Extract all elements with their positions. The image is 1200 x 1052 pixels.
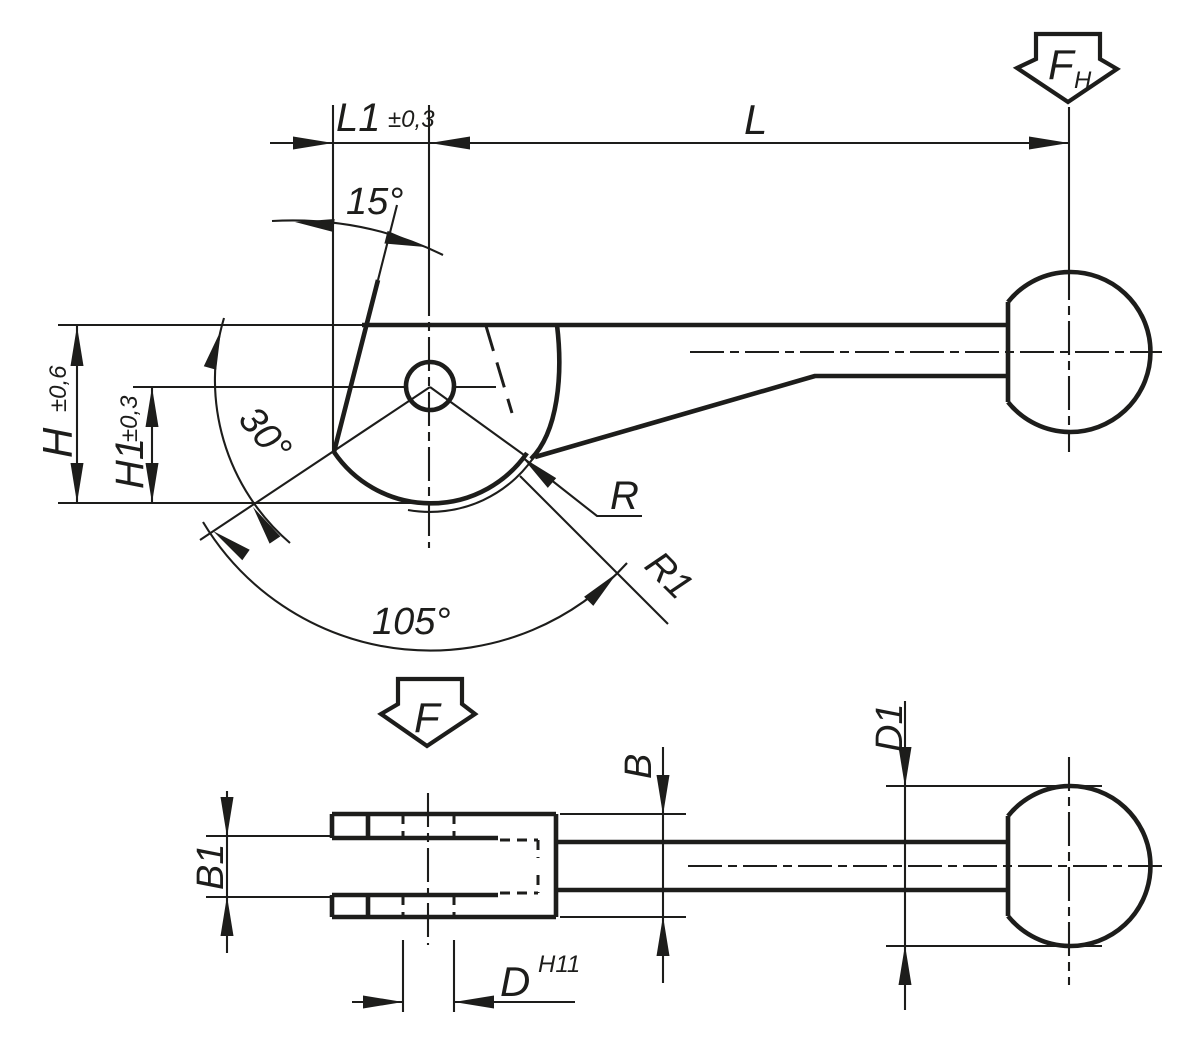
dimension-arrowheads-side [70,136,1069,606]
angle-label-30: 30° [230,399,299,470]
dim-label-H1-tol: ±0,3 [116,395,143,442]
dim-label-H1: H1 [108,438,152,489]
dim-label-H-tol: ±0,6 [45,365,72,412]
dim-label-H: H [34,427,81,458]
dim-label-L1-tol: ±0,3 [388,106,435,133]
force-f-label: F [414,694,442,741]
angle-label-105: 105° [372,601,451,643]
dim-label-B: B [618,754,660,779]
force-fh-subscript: H [1074,67,1092,94]
force-arrow-f-icon [377,676,479,749]
dim-label-L: L [744,96,767,143]
dim-label-L1: L1 [336,96,381,140]
angle-label-15: 15° [346,181,403,223]
lever-outline [331,269,1153,506]
centerlines-side-view [427,266,1162,548]
lever-bottom-view: F B B1 D H11 D1 [190,676,1162,1012]
lever-side-view: F H L1 ±0,3 L 15° 30° 105° H ±0,6 H1 ±0,… [34,31,1162,652]
angle-arcs [202,219,628,652]
hidden-bore-and-slot [401,814,540,917]
force-fh-label: F [1048,41,1076,88]
dim-label-R1: R1 [637,544,701,608]
dim-label-D-fit: H11 [538,951,580,978]
dim-label-B1: B1 [190,844,232,890]
dim-label-D1: D1 [869,703,911,752]
extension-dimension-lines-bottom [206,701,1102,1012]
dim-label-D: D [500,958,530,1005]
dim-label-R: R [610,474,639,518]
hidden-edge [484,325,514,414]
force-arrow-fh-icon [1012,31,1121,105]
